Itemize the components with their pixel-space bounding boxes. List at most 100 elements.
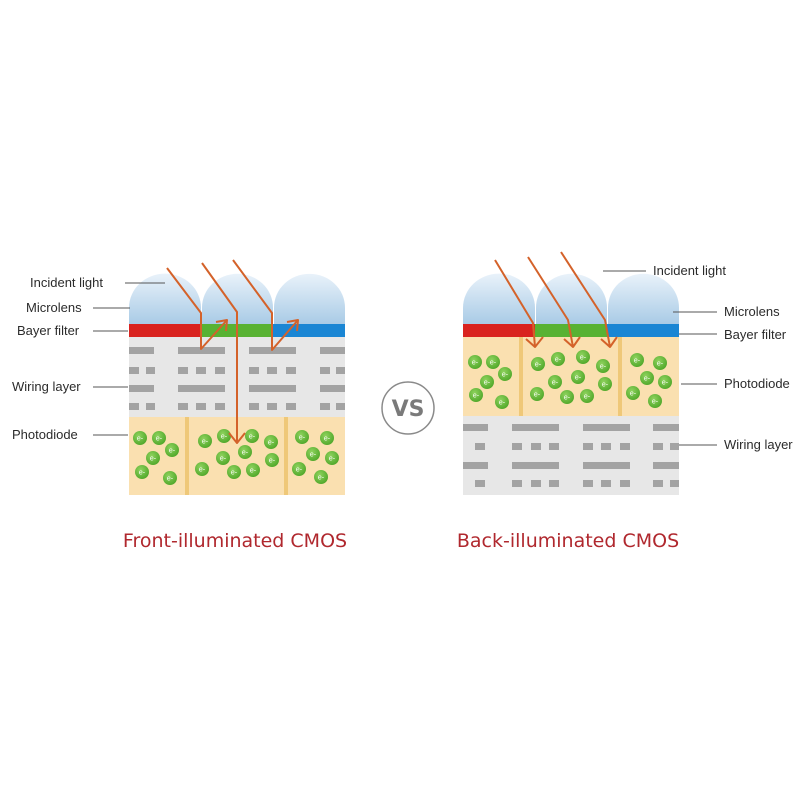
electron: e- bbox=[163, 471, 177, 485]
wire bbox=[583, 443, 593, 450]
electron-dot bbox=[264, 435, 278, 449]
bayer-filter-red bbox=[129, 324, 201, 337]
bayer-filter-blue bbox=[607, 324, 679, 337]
electron-dot bbox=[486, 355, 500, 369]
electron-dot bbox=[576, 350, 590, 364]
electron-dot bbox=[480, 375, 494, 389]
wire bbox=[475, 480, 485, 487]
microlens bbox=[536, 273, 607, 324]
electron-label: e- bbox=[199, 467, 206, 474]
electron-dot bbox=[195, 462, 209, 476]
electron: e- bbox=[480, 375, 494, 389]
electron: e- bbox=[576, 350, 590, 364]
wire bbox=[512, 443, 522, 450]
electron-label: e- bbox=[231, 470, 238, 477]
wire bbox=[129, 403, 139, 410]
wire bbox=[463, 462, 488, 469]
electron: e- bbox=[246, 463, 260, 477]
wire bbox=[512, 480, 522, 487]
light-ray bbox=[201, 262, 238, 443]
back-labels bbox=[603, 270, 717, 446]
electron-dot bbox=[265, 453, 279, 467]
electron: e- bbox=[314, 470, 328, 484]
electron: e- bbox=[265, 453, 279, 467]
electron-dot bbox=[295, 430, 309, 444]
electron: e- bbox=[245, 429, 259, 443]
label-bayer-filter: Bayer filter bbox=[17, 323, 80, 338]
electron-label: e- bbox=[324, 436, 331, 443]
electron: e- bbox=[295, 430, 309, 444]
wire bbox=[670, 480, 679, 487]
wire bbox=[653, 443, 663, 450]
electron-dot bbox=[163, 471, 177, 485]
wire bbox=[653, 462, 679, 469]
wire bbox=[601, 443, 611, 450]
electron: e- bbox=[640, 371, 654, 385]
electron: e- bbox=[551, 352, 565, 366]
electron-dot bbox=[135, 465, 149, 479]
electron-label: e- bbox=[221, 434, 228, 441]
electron: e- bbox=[216, 451, 230, 465]
electron-label: e- bbox=[269, 458, 276, 465]
wire bbox=[336, 403, 345, 410]
electron-label: e- bbox=[534, 392, 541, 399]
electron-dot bbox=[626, 386, 640, 400]
pixel-divider bbox=[284, 417, 288, 495]
electron-dot bbox=[292, 462, 306, 476]
light-ray bbox=[527, 256, 574, 348]
electron: e- bbox=[152, 431, 166, 445]
wire bbox=[583, 462, 630, 469]
electron: e- bbox=[495, 395, 509, 409]
wire bbox=[583, 480, 593, 487]
wire bbox=[583, 424, 630, 431]
label-microlens: Microlens bbox=[26, 300, 82, 315]
light-ray bbox=[494, 259, 536, 348]
label-wiring-layer: Wiring layer bbox=[724, 437, 793, 452]
wire bbox=[620, 480, 630, 487]
bayer-filter-red bbox=[463, 324, 535, 337]
wire bbox=[146, 403, 155, 410]
electron-label: e- bbox=[602, 382, 609, 389]
wire bbox=[320, 385, 345, 392]
electron-label: e- bbox=[249, 434, 256, 441]
electron-label: e- bbox=[139, 470, 146, 477]
electron-dot bbox=[640, 371, 654, 385]
electron-label: e- bbox=[552, 380, 559, 387]
electron: e- bbox=[217, 429, 231, 443]
electron: e- bbox=[571, 370, 585, 384]
wire bbox=[267, 367, 277, 374]
electron-label: e- bbox=[600, 364, 607, 371]
label-incident-light: Incident light bbox=[30, 275, 103, 290]
electron-dot bbox=[198, 434, 212, 448]
wire bbox=[215, 367, 225, 374]
electron: e- bbox=[486, 355, 500, 369]
wire bbox=[512, 424, 559, 431]
electron-dot bbox=[238, 445, 252, 459]
electron-dot bbox=[598, 377, 612, 391]
wire bbox=[286, 403, 296, 410]
electron: e- bbox=[530, 387, 544, 401]
electron-dot bbox=[531, 357, 545, 371]
electron-label: e- bbox=[329, 456, 336, 463]
electron-label: e- bbox=[250, 468, 257, 475]
electron-dot bbox=[551, 352, 565, 366]
wire bbox=[178, 385, 225, 392]
light-ray bbox=[166, 267, 228, 350]
electron-dot bbox=[653, 356, 667, 370]
back-illuminated-diagram: e-e-e-e-e-e-e-e-e-e-e-e-e-e-e-e-e-e-e-e-… bbox=[463, 251, 679, 495]
wire bbox=[215, 403, 225, 410]
wire bbox=[531, 443, 541, 450]
electron-label: e- bbox=[644, 376, 651, 383]
wire bbox=[129, 367, 139, 374]
electron: e- bbox=[580, 389, 594, 403]
label-bayer-filter: Bayer filter bbox=[724, 327, 787, 342]
electron-dot bbox=[306, 447, 320, 461]
wire bbox=[129, 385, 154, 392]
electron-label: e- bbox=[137, 436, 144, 443]
electron-label: e- bbox=[473, 393, 480, 400]
electron-dot bbox=[152, 431, 166, 445]
electron: e- bbox=[548, 375, 562, 389]
label-incident-light: Incident light bbox=[653, 263, 726, 278]
wire bbox=[320, 347, 345, 354]
electron-label: e- bbox=[490, 360, 497, 367]
